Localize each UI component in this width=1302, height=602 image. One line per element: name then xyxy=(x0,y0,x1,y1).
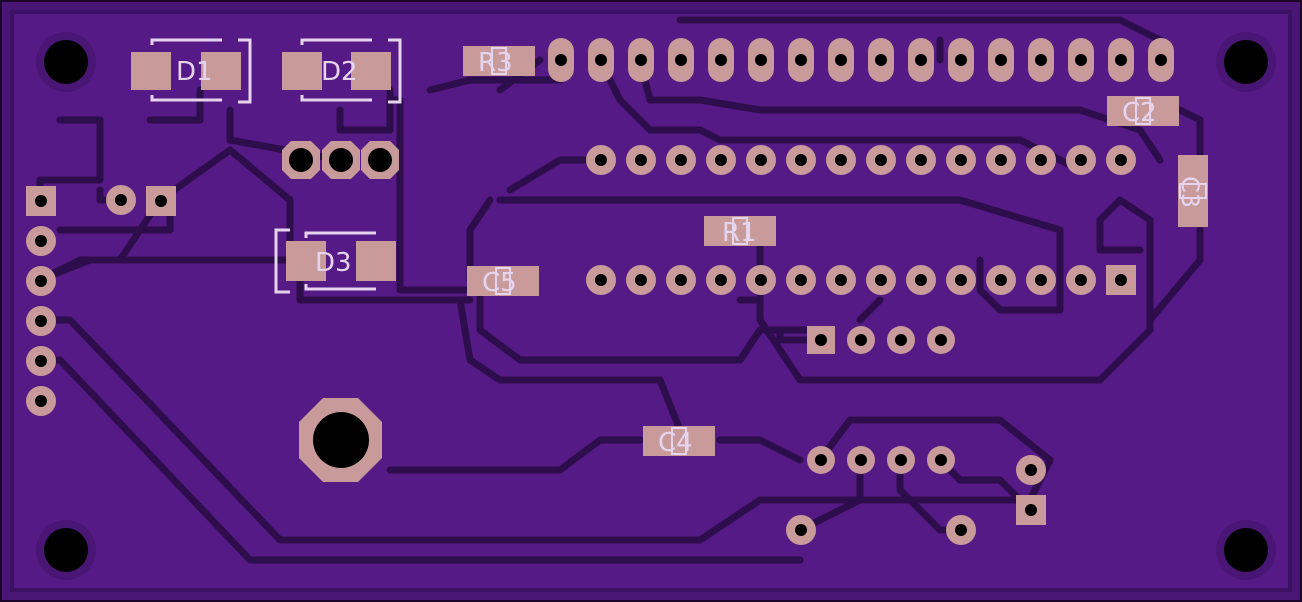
drill-hole xyxy=(635,154,647,166)
header-left-6pin xyxy=(26,186,56,416)
drill-hole xyxy=(35,355,47,367)
drill-hole xyxy=(955,274,967,286)
drill-hole xyxy=(675,154,687,166)
drill-hole xyxy=(35,275,47,287)
refdes-c4: C4 xyxy=(658,428,693,458)
drill-hole xyxy=(1035,54,1047,66)
drill-hole xyxy=(835,274,847,286)
drill-hole xyxy=(855,454,867,466)
drill-hole xyxy=(875,154,887,166)
drill-hole xyxy=(35,235,47,247)
drill-hole xyxy=(995,54,1007,66)
drill-hole xyxy=(1075,274,1087,286)
drill-hole xyxy=(329,148,353,172)
drill-hole xyxy=(895,334,907,346)
drill-hole xyxy=(1035,154,1047,166)
drill-hole xyxy=(955,154,967,166)
drill-hole xyxy=(835,54,847,66)
drill-hole xyxy=(675,274,687,286)
header-4pin-upper xyxy=(807,326,955,354)
drill-hole xyxy=(1035,274,1047,286)
drill-hole xyxy=(1155,54,1167,66)
drill-hole xyxy=(289,148,313,172)
drill-hole xyxy=(35,315,47,327)
drill-hole xyxy=(755,274,767,286)
drill-hole xyxy=(855,334,867,346)
capacitor-c3: C3 xyxy=(1176,155,1208,227)
drill-hole xyxy=(595,54,607,66)
drill-hole xyxy=(1115,54,1127,66)
capacitor-c5: C5 xyxy=(467,266,539,298)
drill-hole xyxy=(1075,154,1087,166)
drill-hole xyxy=(715,54,727,66)
large-octagon-pad xyxy=(299,398,382,482)
drill-hole xyxy=(1075,54,1087,66)
drill-hole xyxy=(635,274,647,286)
drill-hole xyxy=(875,54,887,66)
drill-hole xyxy=(795,154,807,166)
refdes-d3: D3 xyxy=(315,248,352,278)
refdes-r3: R3 xyxy=(478,48,513,78)
resistor-r1: R1 xyxy=(704,216,776,248)
refdes-c3: C3 xyxy=(1176,176,1204,208)
capacitor-c4: C4 xyxy=(643,426,715,458)
drill-hole xyxy=(35,395,47,407)
drill-hole xyxy=(815,454,827,466)
drill-hole xyxy=(715,274,727,286)
drill-hole xyxy=(368,148,392,172)
drill-hole xyxy=(715,154,727,166)
drill-hole xyxy=(955,54,967,66)
drill-hole xyxy=(1115,154,1127,166)
drill-hole xyxy=(995,274,1007,286)
drill-hole xyxy=(755,54,767,66)
drill-hole xyxy=(915,154,927,166)
refdes-r1: R1 xyxy=(722,218,757,248)
refdes-c5: C5 xyxy=(482,268,517,298)
drill-hole xyxy=(795,274,807,286)
header-2pin xyxy=(106,185,176,216)
drill-hole xyxy=(1115,274,1127,286)
drill-hole xyxy=(915,274,927,286)
refdes-c2: C2 xyxy=(1122,98,1157,128)
mounting-holes xyxy=(36,32,1276,580)
capacitor-c2: C2 xyxy=(1107,96,1179,128)
drill-hole xyxy=(795,54,807,66)
drill-hole xyxy=(635,54,647,66)
drill-hole xyxy=(875,274,887,286)
ic-row-upper xyxy=(586,145,1136,175)
diode-d2: D2 xyxy=(282,38,402,104)
resistor-r3: R3 xyxy=(463,46,535,78)
drill-hole xyxy=(595,154,607,166)
drill-hole xyxy=(935,454,947,466)
drill-hole xyxy=(755,154,767,166)
diode-d3: D3 xyxy=(274,228,396,294)
header-3pin xyxy=(282,141,399,179)
diode-d1: D1 xyxy=(131,38,252,104)
drill-hole xyxy=(895,454,907,466)
drill-hole xyxy=(835,154,847,166)
header-4pin-lower xyxy=(807,446,955,474)
ic-row-lower xyxy=(586,265,1136,295)
drill-hole xyxy=(915,54,927,66)
header-top-16pin xyxy=(548,38,1174,82)
drill-hole xyxy=(595,274,607,286)
drill-hole xyxy=(935,334,947,346)
drill-hole xyxy=(675,54,687,66)
refdes-d1: D1 xyxy=(176,57,213,87)
misc-pads xyxy=(786,455,1046,545)
refdes-d2: D2 xyxy=(321,57,358,87)
drill-hole xyxy=(815,334,827,346)
drill-hole xyxy=(995,154,1007,166)
drill-hole xyxy=(555,54,567,66)
